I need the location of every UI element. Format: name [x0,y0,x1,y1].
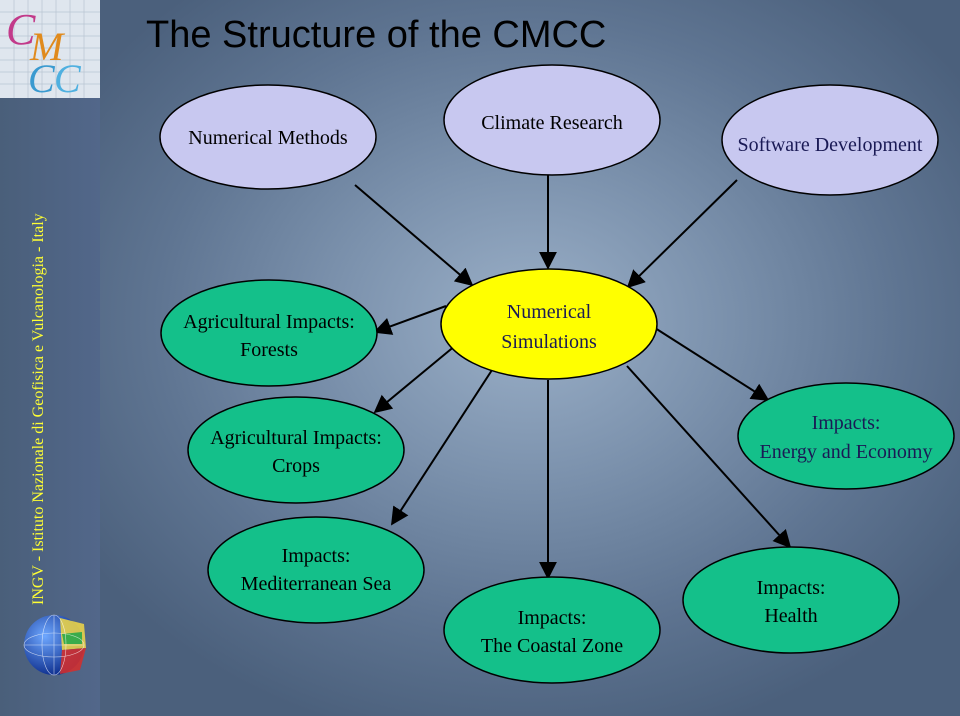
node-software-development: Software Development [721,84,939,196]
logo-letter-c2: C [28,56,56,98]
node-label: Agricultural Impacts: [183,311,355,333]
node-label: Agricultural Impacts: [210,427,382,449]
arrow-simulations-to-energy [654,327,770,401]
node-label: Impacts: [757,577,826,599]
node-agri-forests: Agricultural Impacts: Forests [160,279,378,387]
logo-letter-c3: C [54,56,82,98]
node-label: Mediterranean Sea [241,573,392,595]
node-label: Impacts: [812,412,881,434]
node-climate-research: Climate Research [443,64,661,176]
node-energy-economy: Impacts: Energy and Economy [737,382,955,490]
node-coastal-zone: Impacts: The Coastal Zone [443,576,661,684]
node-label: Climate Research [481,112,623,134]
arrow-software-to-simulations [626,179,738,289]
slide-title: The Structure of the CMCC [146,14,607,56]
node-label: Simulations [501,331,597,353]
node-label: Impacts: [282,545,351,567]
sidebar: C M C C INGV - Istituto Nazionale di Geo… [0,0,100,716]
node-label: The Coastal Zone [481,635,623,657]
logo-letter-m: M [29,24,66,69]
node-numerical-simulations: Numerical Simulations [440,268,658,380]
node-label: Health [764,605,817,627]
node-agri-crops: Agricultural Impacts: Crops [187,396,405,504]
node-mediterranean: Impacts: Mediterranean Sea [207,516,425,624]
node-label: Forests [240,339,298,361]
globe-icon [23,614,86,676]
node-label: Impacts: [518,607,587,629]
arrow-simulations-to-crops [373,344,457,414]
node-health: Impacts: Health [682,546,900,654]
arrow-methods-to-simulations [354,184,474,287]
node-label: Software Development [738,134,923,156]
node-numerical-methods: Numerical Methods [159,84,377,190]
logo-letter-c1: C [6,5,36,54]
cmcc-logo-graphic: C M C C [0,0,100,101]
arrow-simulations-to-health [626,365,792,549]
node-label: Numerical [507,301,592,323]
node-label: Numerical Methods [188,127,348,149]
cmcc-logo: C M C C [0,0,100,101]
arrow-simulations-to-forests [373,305,447,335]
node-label: Energy and Economy [760,441,933,463]
arrow-simulations-to-mediterranean [391,369,493,526]
node-label: Crops [272,455,320,477]
